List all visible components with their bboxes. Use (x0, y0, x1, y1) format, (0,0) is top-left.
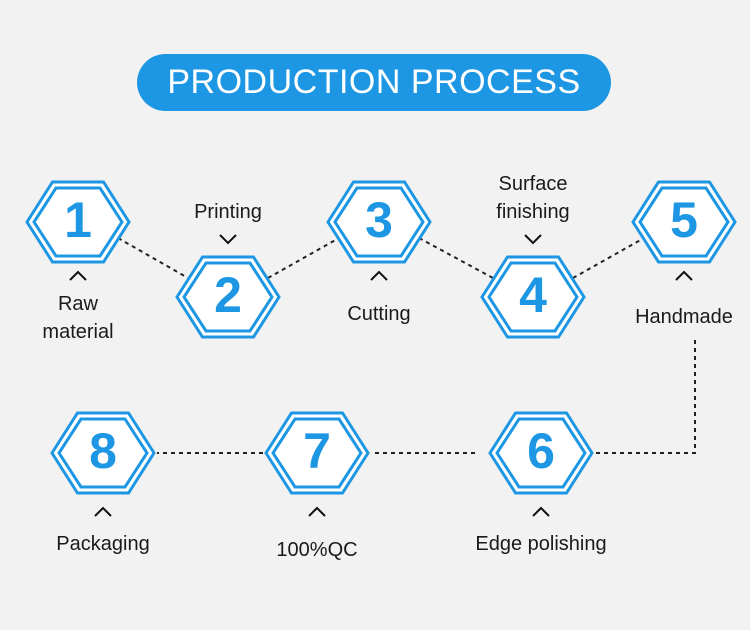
step-7-label-line: 100%QC (276, 539, 358, 561)
step-2-hexagon-inner (182, 261, 274, 333)
step-6-hexagon-inner (495, 417, 587, 489)
step-4-chevron-down-icon (524, 234, 542, 245)
step-5-hexagon-inner (638, 186, 730, 258)
step-7-hexagon-outer (264, 411, 370, 495)
step-5-chevron-up-icon (675, 270, 693, 281)
step-6-label-line: Edge polishing (475, 533, 607, 555)
step-1-label-line: material (42, 321, 114, 343)
connector-3-4 (418, 237, 494, 279)
step-6-hexagon-outer (488, 411, 594, 495)
step-8-number: 8 (89, 423, 117, 479)
step-8-chevron-up-icon (94, 506, 112, 517)
step-1-chevron-up-icon (69, 270, 87, 281)
step-2-chevron-down-icon (219, 234, 237, 245)
step-7-number: 7 (303, 423, 331, 479)
step-3-hexagon-inner (333, 186, 425, 258)
step-3-number: 3 (365, 192, 393, 248)
step-1-label: Raw material (42, 290, 113, 346)
connector-5-6 (596, 340, 696, 454)
step-2-label: Printing (194, 198, 262, 226)
step-4-label-line: Surface (498, 173, 568, 195)
step-5-hexagon-outer (631, 180, 737, 264)
step-2-label-line: Printing (194, 201, 262, 223)
step-3-chevron-up-icon (370, 270, 388, 281)
step-1-hexagon-outer (25, 180, 131, 264)
step-8-hexagon-outer (50, 411, 156, 495)
step-4-label-line: finishing (496, 201, 570, 223)
step-6-number: 6 (527, 423, 555, 479)
page-title: PRODUCTION PROCESS (167, 63, 581, 101)
step-3-label-line: Cutting (347, 303, 411, 325)
step-4-hexagon-outer (480, 255, 586, 339)
title-banner: PRODUCTION PROCESS (137, 54, 611, 111)
step-7-chevron-up-icon (308, 506, 326, 517)
step-8-label-line: Packaging (56, 533, 150, 555)
step-7-hexagon-inner (271, 417, 363, 489)
step-2-number: 2 (214, 267, 242, 323)
step-5-label: Handmade (635, 303, 733, 331)
connector-2-3 (267, 237, 340, 279)
step-4-label: Surface finishing (496, 170, 569, 226)
step-8-hexagon-inner (57, 417, 149, 489)
step-2-hexagon-outer (175, 255, 281, 339)
step-6-label: Edge polishing (475, 530, 606, 558)
step-6-chevron-up-icon (532, 506, 550, 517)
step-8-label: Packaging (56, 530, 149, 558)
step-3-label: Cutting (347, 300, 410, 328)
step-1-hexagon-inner (32, 186, 124, 258)
step-5-label-line: Handmade (635, 306, 733, 328)
step-1-label-line: Raw (57, 293, 99, 315)
step-7-label: 100%QC (276, 536, 357, 564)
step-4-number: 4 (519, 267, 547, 323)
step-5-number: 5 (670, 192, 698, 248)
step-1-number: 1 (64, 192, 92, 248)
connector-1-2 (117, 237, 189, 279)
step-4-hexagon-inner (487, 261, 579, 333)
connector-4-5 (572, 237, 645, 279)
step-3-hexagon-outer (326, 180, 432, 264)
